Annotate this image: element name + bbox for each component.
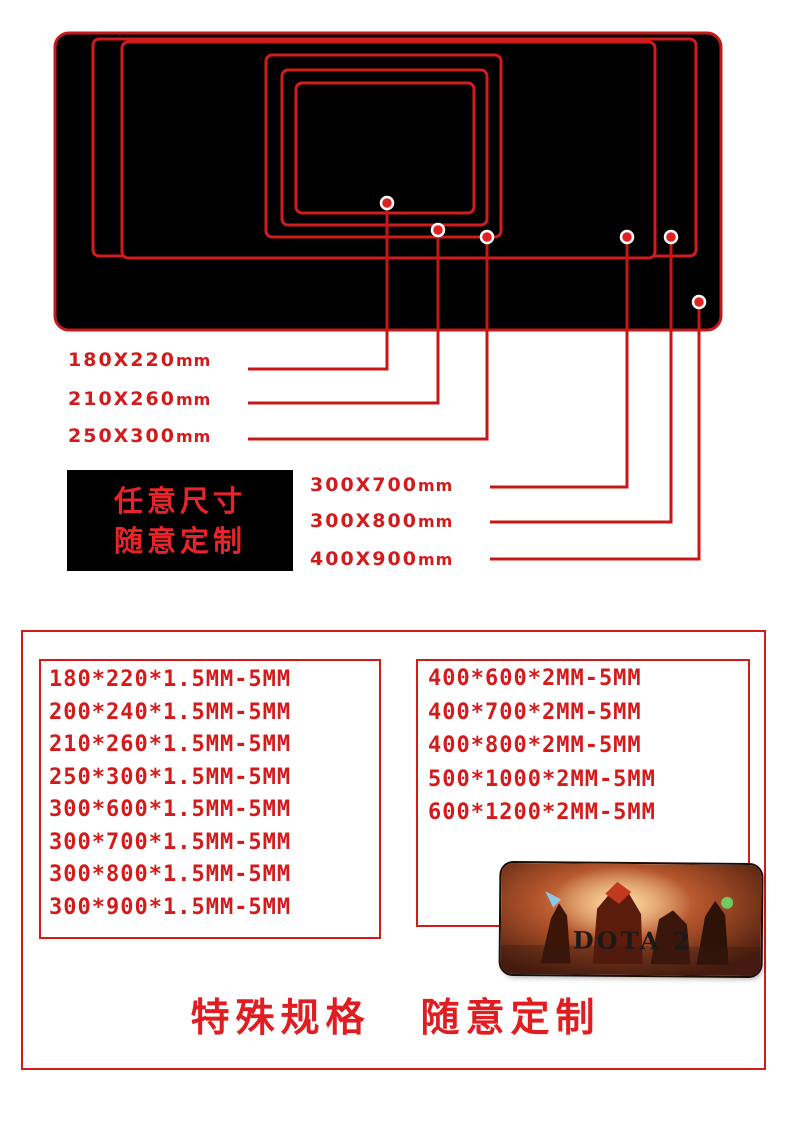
slogan-part-2: 随意定制 [420, 996, 601, 1041]
custom-size-promo-box: 任意尺寸 随意定制 [67, 470, 293, 571]
leader-line-180x220 [248, 203, 389, 371]
mousepad-size-diagram [53, 31, 723, 561]
size-unit: mm [417, 512, 454, 531]
spec-item: 300*900*1.5MM-5MM [49, 894, 292, 920]
marker-dot-300x700 [619, 229, 635, 245]
size-label-250x300: 250X300mm [68, 425, 211, 448]
size-label-300x800: 300X800mm [310, 510, 453, 533]
spec-panel: 180*220*1.5MM-5MM 200*240*1.5MM-5MM 210*… [21, 630, 766, 1070]
spec-item: 400*800*2MM-5MM [428, 733, 642, 758]
size-dims: 400X900 [310, 548, 418, 570]
size-dims: 210X260 [68, 388, 176, 410]
size-label-180x220: 180X220mm [68, 349, 211, 372]
spec-item: 180*220*1.5MM-5MM [49, 667, 292, 692]
dota2-artwork [500, 862, 762, 977]
size-dims: 250X300 [68, 425, 176, 447]
spec-item: 600*1200*2MM-5MM [428, 800, 656, 825]
spec-list-box-left: 180*220*1.5MM-5MM 200*240*1.5MM-5MM 210*… [39, 659, 381, 939]
spec-item: 400*700*2MM-5MM [428, 699, 642, 725]
size-unit: mm [175, 351, 212, 370]
leader-line-210x260 [248, 230, 440, 405]
leader-line-250x300 [248, 237, 489, 441]
size-unit: mm [417, 550, 454, 569]
size-unit: mm [175, 427, 212, 446]
spec-item: 400*600*2MM-5MM [428, 666, 642, 691]
size-unit: mm [175, 390, 212, 409]
leader-line-300x700 [490, 237, 629, 489]
size-dims: 300X800 [310, 510, 418, 532]
slogan-part-1: 特殊规格 [190, 996, 371, 1041]
special-size-slogan: 特殊规格 随意定制 [23, 987, 768, 1043]
size-unit: mm [417, 476, 454, 495]
dota2-mousepad-product-image: DOTA 2 [500, 862, 762, 977]
size-label-300x700: 300X700mm [310, 474, 453, 497]
promo-line-2: 随意定制 [113, 523, 246, 558]
size-label-400x900: 400X900mm [310, 548, 453, 571]
size-dims: 300X700 [310, 474, 418, 496]
spec-item: 200*240*1.5MM-5MM [49, 699, 292, 725]
marker-dot-180x220 [379, 195, 395, 211]
spec-item: 250*300*1.5MM-5MM [49, 764, 292, 790]
spec-list-box-right: 400*600*2MM-5MM 400*700*2MM-5MM 400*800*… [416, 659, 750, 927]
leader-line-400x900 [490, 302, 701, 561]
marker-dot-300x800 [663, 229, 679, 245]
marker-dot-400x900 [691, 294, 707, 310]
pad-180x220 [294, 81, 476, 215]
dota2-logo-text: DOTA 2 [572, 925, 693, 956]
spec-item: 300*700*1.5MM-5MM [49, 829, 292, 855]
marker-dot-250x300 [479, 229, 495, 245]
spec-list-left: 180*220*1.5MM-5MM 200*240*1.5MM-5MM 210*… [49, 664, 291, 924]
promo-line-1: 任意尺寸 [113, 483, 246, 518]
size-label-210x260: 210X260mm [68, 388, 211, 411]
spec-item: 300*600*1.5MM-5MM [49, 797, 292, 822]
spec-item: 500*1000*2MM-5MM [428, 766, 656, 792]
spec-list-right: 400*600*2MM-5MM 400*700*2MM-5MM 400*800*… [428, 662, 656, 830]
leader-line-300x800 [490, 237, 673, 524]
spec-item: 300*800*1.5MM-5MM [49, 862, 292, 887]
marker-dot-210x260 [430, 222, 446, 238]
spec-item: 210*260*1.5MM-5MM [49, 732, 292, 757]
size-dims: 180X220 [68, 349, 176, 371]
